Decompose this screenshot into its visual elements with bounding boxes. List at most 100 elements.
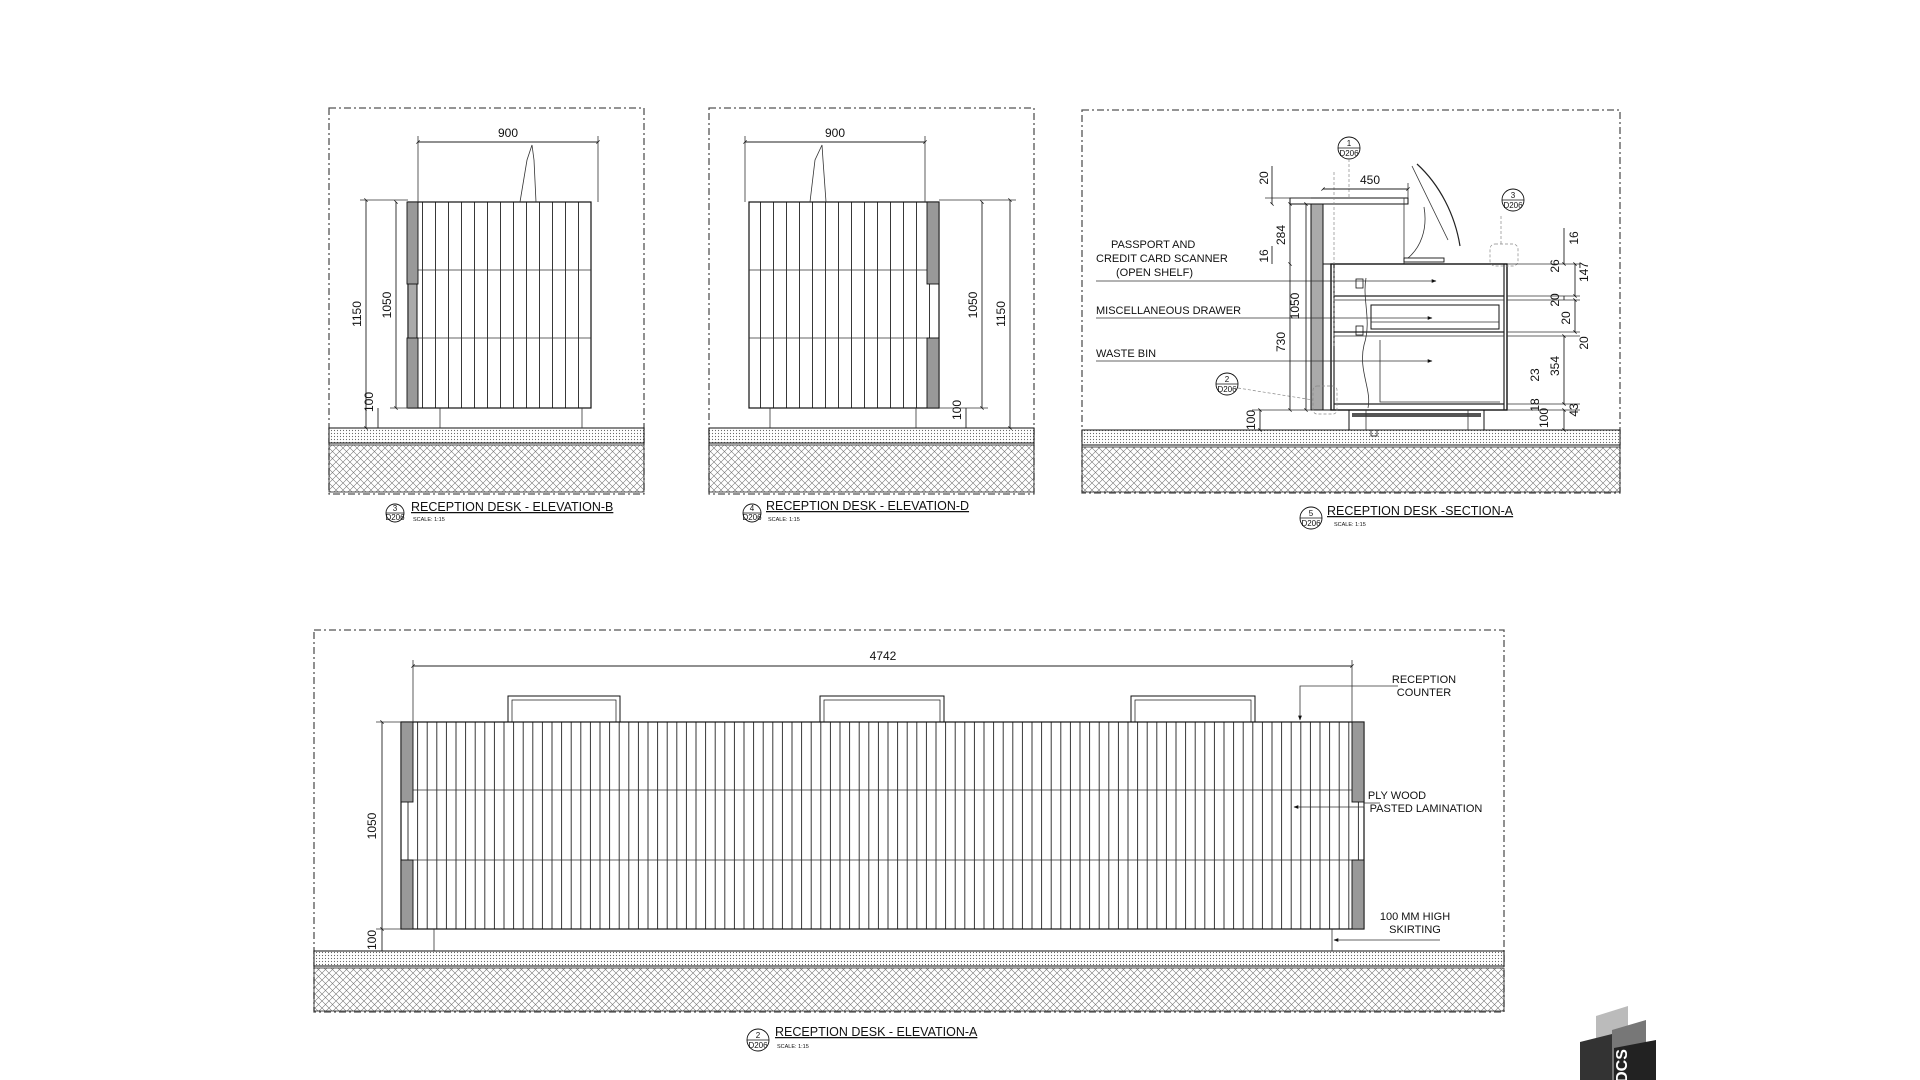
view-title: RECEPTION DESK - ELEVATION-D [766, 499, 969, 513]
elevation-b-frame [328, 107, 645, 495]
label-skirting-line2: SKIRTING [1389, 924, 1441, 936]
callout-3: 3 D206 [1501, 188, 1525, 212]
section-a-callouts: 1 D206 3 D206 2 D206 [1215, 136, 1525, 401]
view-number: 2 [756, 1031, 761, 1040]
view-scale: SCALE: 1:15 [413, 517, 445, 523]
label-counter-line1: RECEPTION [1392, 674, 1456, 686]
elevation-d-view: 900 1150 1050 100 4 D206 RECEPTION DESK … [708, 107, 1035, 523]
section-a-dimension-depth: 450 [1321, 173, 1410, 198]
sheet-number: D206 [742, 513, 762, 522]
elevation-a-frame [313, 629, 1505, 1013]
elevation-a-title-block: 2 D206 RECEPTION DESK - ELEVATION-A SCAL… [746, 1025, 978, 1052]
dim-height: 1050 [1288, 292, 1302, 319]
section-a-dimensions-right: 16 26 147 20 20 20 354 23 18 100 43 [1507, 228, 1591, 432]
dim-upper: 284 [1274, 225, 1288, 245]
dim-depth: 450 [1360, 173, 1380, 187]
svg-text:1: 1 [1347, 139, 1352, 148]
elevation-b-dimensions: 900 1150 1050 100 [350, 126, 600, 430]
dim-r26: 26 [1548, 259, 1562, 273]
svg-text:2: 2 [1225, 375, 1230, 384]
view-scale: SCALE: 1:15 [777, 1044, 809, 1050]
section-a-dimensions-left: 20 284 16 1050 730 100 [1244, 166, 1311, 432]
dim-r20b: 20 [1559, 311, 1573, 325]
floor [708, 427, 1035, 493]
label-ply-line1: PLY WOOD [1368, 790, 1426, 802]
dim-total-height: 1150 [994, 301, 1008, 327]
elevation-a-labels: RECEPTION COUNTER PLY WOOD PASTED LAMINA… [1293, 674, 1483, 942]
section-a-view: PASSPORT AND CREDIT CARD SCANNER (OPEN S… [1081, 109, 1621, 530]
floor [328, 427, 645, 493]
view-number: 3 [393, 504, 398, 513]
desk-body [400, 721, 1365, 951]
label-scanner-line1: PASSPORT AND [1111, 239, 1195, 251]
dim-r147: 147 [1577, 262, 1591, 282]
view-scale: SCALE: 1:15 [1334, 522, 1366, 528]
dim-skirting: 100 [362, 392, 376, 412]
sheet-number: D206 [748, 1041, 768, 1050]
svg-text:D206: D206 [1339, 149, 1359, 158]
monitor-outline [809, 144, 827, 203]
elevation-d-frame [708, 107, 1035, 495]
dim-skirting: 100 [365, 930, 379, 950]
monitors [507, 695, 1256, 723]
dcs-logo: DCS [1580, 1006, 1656, 1080]
label-scanner-line2: CREDIT CARD SCANNER [1096, 253, 1228, 265]
dim-body-height: 1050 [966, 291, 980, 318]
dim-height: 1050 [365, 812, 379, 839]
sheet-number: D206 [385, 513, 405, 522]
monitor-outline [519, 144, 537, 203]
elevation-d-dimensions: 900 1150 1050 100 [743, 126, 1016, 430]
view-title: RECEPTION DESK - ELEVATION-A [775, 1025, 978, 1039]
elevation-b-title-block: 3 D206 RECEPTION DESK - ELEVATION-B SCAL… [385, 500, 613, 523]
monitor-screen [1416, 163, 1461, 247]
dim-body-height: 1050 [380, 291, 394, 318]
section-a-frame [1081, 109, 1621, 494]
callout-2: 2 D206 [1215, 372, 1314, 401]
svg-text:3: 3 [1511, 191, 1516, 200]
label-ply-line2: PASTED LAMINATION [1370, 803, 1483, 815]
sheet-number: D206 [1301, 519, 1321, 528]
svg-text:D206: D206 [1503, 201, 1523, 210]
logo-text: DCS [1614, 1049, 1631, 1080]
floor [313, 950, 1505, 1012]
dim-skirting: 100 [950, 400, 964, 420]
section-a-labels: PASSPORT AND CREDIT CARD SCANNER (OPEN S… [1096, 239, 1437, 363]
dim-width: 900 [825, 126, 845, 140]
view-number: 5 [1309, 509, 1314, 518]
label-scanner-line3: (OPEN SHELF) [1116, 267, 1193, 279]
dim-r18: 18 [1528, 398, 1542, 412]
dim-r20a: 20 [1548, 293, 1562, 307]
floor [1081, 429, 1621, 493]
dim-r354: 354 [1548, 356, 1562, 376]
label-waste-bin: WASTE BIN [1096, 348, 1156, 360]
elevation-a-view: 4742 1050 100 RECEPTION COUNTER PLY WOOD… [313, 629, 1505, 1052]
dim-r16: 16 [1567, 231, 1581, 245]
callout-1: 1 D206 [1337, 136, 1361, 198]
elevation-d-title-block: 4 D206 RECEPTION DESK - ELEVATION-D SCAL… [742, 499, 969, 523]
dim-r20c: 20 [1577, 336, 1591, 350]
dim-skirting: 100 [1244, 410, 1258, 430]
dim-width: 900 [498, 126, 518, 140]
dim-ledge: 16 [1257, 249, 1271, 263]
dim-r43: 43 [1567, 403, 1581, 417]
elevation-b-view: 900 1150 1050 100 3 D206 RECEPTION DESK … [328, 107, 645, 523]
desk-body [406, 144, 592, 428]
section-a-title-block: 5 D206 RECEPTION DESK -SECTION-A SCALE: … [1299, 504, 1514, 530]
label-counter-line2: COUNTER [1397, 687, 1451, 699]
desk-section [1289, 163, 1519, 437]
desk-body [748, 144, 940, 428]
label-drawer: MISCELLANEOUS DRAWER [1096, 305, 1241, 317]
dim-width: 4742 [870, 649, 897, 663]
dim-top: 20 [1257, 171, 1271, 185]
elevation-a-dimensions: 4742 1050 100 [365, 649, 1354, 951]
view-title: RECEPTION DESK -SECTION-A [1327, 504, 1514, 518]
label-skirting-line1: 100 MM HIGH [1380, 911, 1450, 923]
svg-text:D206: D206 [1217, 385, 1237, 394]
view-title: RECEPTION DESK - ELEVATION-B [411, 500, 613, 514]
dim-total-height: 1150 [350, 301, 364, 327]
dim-r100: 100 [1537, 408, 1551, 428]
dim-inner: 730 [1274, 332, 1288, 352]
view-number: 4 [750, 504, 755, 513]
dim-r23: 23 [1528, 368, 1542, 382]
